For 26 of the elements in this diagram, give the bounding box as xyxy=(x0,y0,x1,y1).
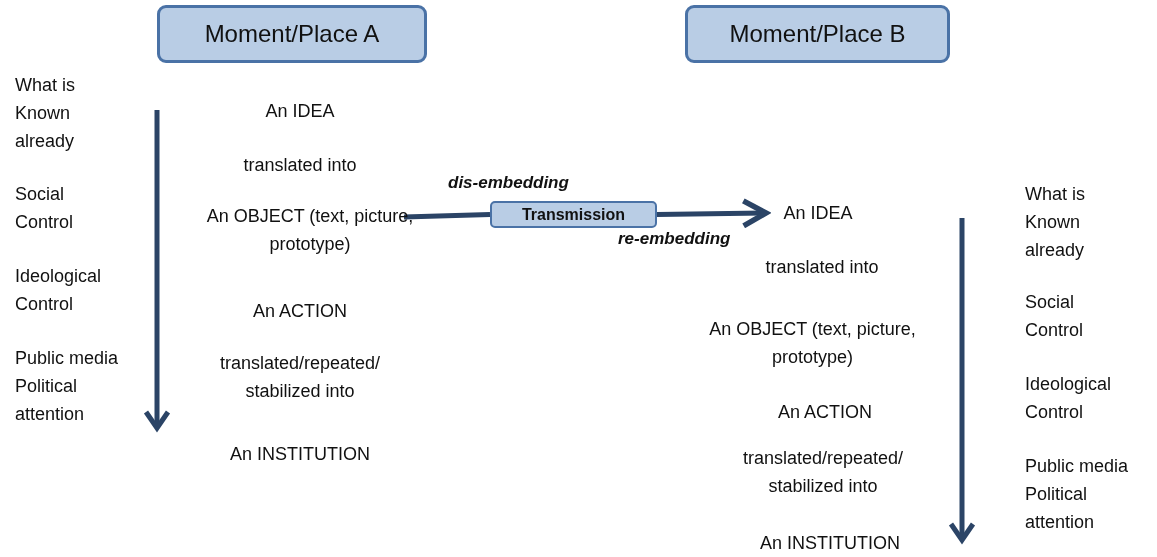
stage-text: translated/repeated/ stabilized into xyxy=(741,447,905,498)
context-label: What is Known already xyxy=(1025,183,1086,262)
stage-text: An IDEA xyxy=(264,100,336,123)
title-box: Moment/Place B xyxy=(685,5,950,63)
stage-text: An ACTION xyxy=(777,401,873,424)
stage-text: An INSTITUTION xyxy=(759,532,901,554)
context-label: What is Known already xyxy=(15,74,76,153)
context-label: Social Control xyxy=(1025,291,1085,342)
stage-text: An OBJECT (text, picture, prototype) xyxy=(708,318,917,369)
edge-label: re-embedding xyxy=(616,229,733,249)
arrow xyxy=(656,198,769,229)
title-box: Moment/Place A xyxy=(157,5,427,63)
context-label: Public media Political attention xyxy=(15,347,120,426)
edge-label: dis-embedding xyxy=(446,173,571,193)
stage-text: translated into xyxy=(764,256,880,279)
context-label: Ideological Control xyxy=(1025,373,1113,424)
context-label: Social Control xyxy=(15,183,75,234)
stage-text: An ACTION xyxy=(252,300,348,323)
context-label: Public media Political attention xyxy=(1025,455,1130,534)
context-label: Ideological Control xyxy=(15,265,103,316)
stage-text: An INSTITUTION xyxy=(229,443,371,466)
stage-text: An IDEA xyxy=(783,202,853,225)
stage-text: An OBJECT (text, picture, prototype) xyxy=(205,205,415,256)
stage-text: translated into xyxy=(242,154,358,177)
process-box: Transmission xyxy=(490,201,657,228)
stage-text: translated/repeated/ stabilized into xyxy=(218,352,382,403)
